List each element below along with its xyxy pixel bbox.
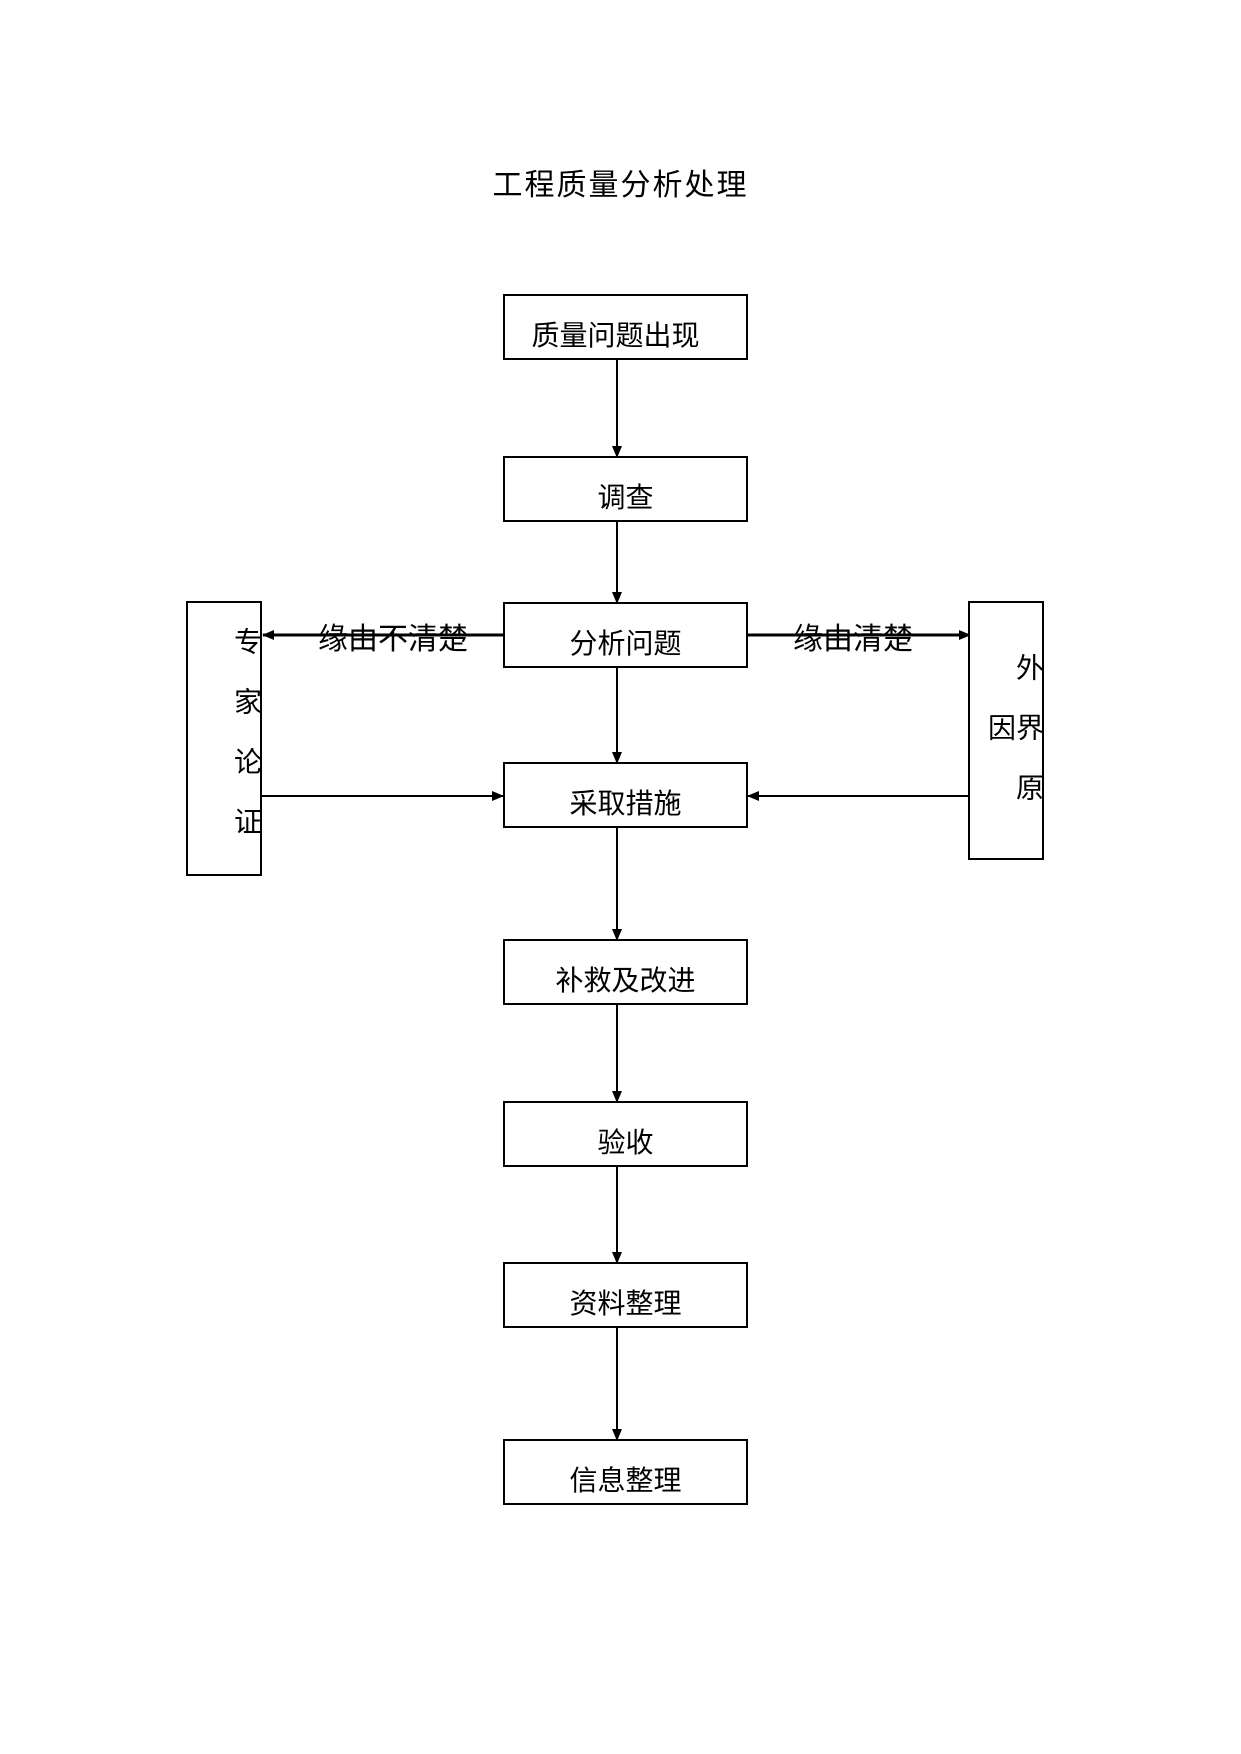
node-acceptance-label: 验收 [597,1126,654,1159]
node-measures-label: 采取措施 [569,787,682,820]
edge-label-clear: 缘由清楚 [793,622,913,657]
node-data-arrange-label: 资料整理 [569,1287,682,1320]
node-measures: 采取措施 [503,762,748,828]
node-investigate: 调查 [503,456,748,522]
page-title: 工程质量分析处理 [492,168,749,203]
node-expert: 专家论证 [186,601,263,876]
node-problem-label: 质量问题出现 [531,319,700,352]
node-remedy: 补救及改进 [503,939,748,1005]
node-analyze: 分析问题 [503,602,748,668]
node-investigate-label: 调查 [597,481,654,514]
node-expert-label: 专家论证 [230,627,263,867]
node-problem: 质量问题出现 [503,294,748,360]
node-remedy-label: 补救及改进 [555,964,696,997]
edge-label-unclear: 缘由不清楚 [318,622,468,657]
node-acceptance: 验收 [503,1101,748,1167]
node-external-label: 外界原因 [984,652,1045,833]
node-data-arrange: 资料整理 [503,1262,748,1328]
node-info-arrange-label: 信息整理 [569,1464,682,1497]
node-external: 外界原因 [968,601,1045,860]
node-info-arrange: 信息整理 [503,1439,748,1505]
node-analyze-label: 分析问题 [569,627,682,660]
